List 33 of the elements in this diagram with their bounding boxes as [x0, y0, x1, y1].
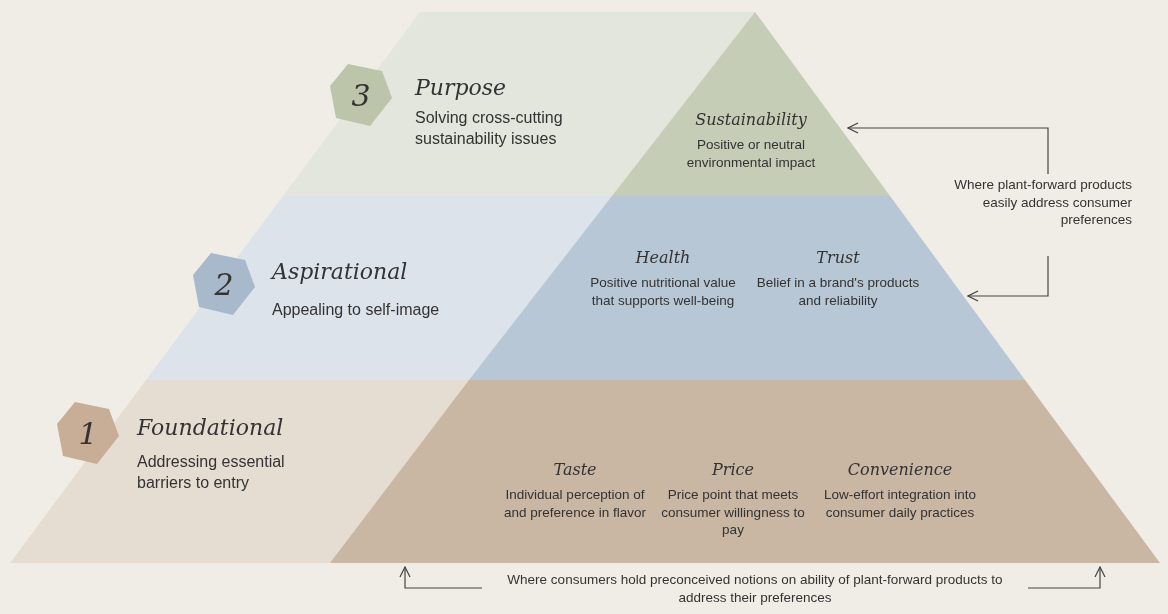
category-region — [330, 380, 1160, 563]
level-number: 3 — [350, 77, 372, 115]
tier-description: Appealing to self-image — [272, 300, 441, 320]
arrow — [967, 255, 1049, 302]
category-description: Positive or neutral environmental impact — [685, 136, 817, 172]
annotation-text: Where plant-forward products easily address consumer preferences — [953, 176, 1132, 229]
level-badge — [193, 253, 255, 315]
level-badge — [57, 402, 119, 464]
arrow — [847, 122, 1049, 175]
tier-band — [10, 380, 1160, 563]
tier-description: Solving cross-cutting sustainability issues — [415, 108, 564, 149]
arrow — [1027, 566, 1106, 589]
tier-band — [283, 12, 890, 196]
category-description: Low-effort integration into consumer daily practices — [822, 486, 978, 522]
category-title: Health — [634, 248, 692, 269]
category-description: Belief in a brand's products and reliability — [755, 274, 921, 310]
category-title: Sustainability — [694, 110, 808, 131]
level-badge — [330, 64, 392, 126]
level-number: 2 — [213, 266, 235, 304]
tier-description: Addressing essential barriers to entry — [137, 452, 286, 493]
category-title: Taste — [552, 460, 598, 481]
tier-title: Aspirational — [272, 258, 409, 286]
annotation-text: Where consumers hold preconceived notions on ability of plant-forward products to address their preferences — [506, 571, 1004, 607]
category-title: Convenience — [846, 460, 954, 481]
tier-title: Foundational — [137, 414, 285, 442]
category-title: Price — [711, 460, 755, 481]
category-title: Trust — [815, 248, 861, 269]
category-description: Individual perception of and preference in flavor — [503, 486, 647, 522]
level-number: 1 — [77, 415, 99, 453]
category-description: Price point that meets consumer willingness to pay — [660, 486, 806, 539]
category-description: Positive nutritional value that supports well-being — [589, 274, 737, 310]
arrow — [399, 566, 483, 589]
tier-title: Purpose — [415, 74, 508, 102]
